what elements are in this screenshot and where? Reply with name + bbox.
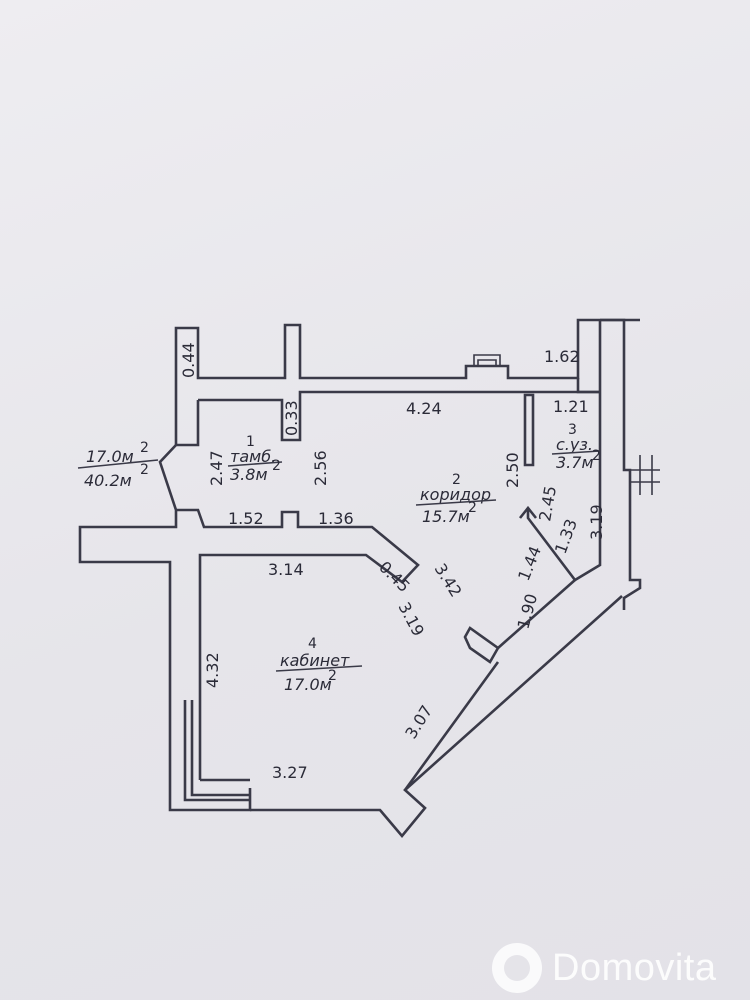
dim-3-19-cab: 3.19	[394, 599, 428, 639]
dim-1-21: 1.21	[553, 397, 589, 416]
kabinet-inner-diagonal	[403, 661, 500, 791]
room-2-sup: 2	[468, 500, 477, 516]
dim-3-42: 3.42	[431, 560, 466, 600]
room-4-label: 4 кабинет 17.0м 2	[275, 636, 363, 694]
room-1-label: 1 тамб. 3.8м 2	[227, 434, 283, 484]
room-1-name: тамб.	[230, 447, 276, 466]
living-area-sup: 2	[140, 440, 149, 456]
total-area-sup: 2	[140, 462, 149, 478]
dim-3-19-bath: 3.19	[587, 504, 606, 540]
window-top	[473, 354, 501, 366]
room-3-label: 3 с.уз. 3.7м 2	[551, 422, 601, 472]
corridor-left-wall	[176, 508, 420, 780]
bathroom-partition	[523, 393, 535, 467]
area-totals: 17.0м 2 40.2м 2	[77, 440, 159, 490]
room-2-area: 15.7м	[422, 507, 470, 526]
dim-2-56: 2.56	[311, 450, 330, 486]
dim-1-52: 1.52	[228, 509, 264, 528]
bottom-diagonal-wall	[250, 595, 623, 839]
watermark-text: Domovita	[552, 946, 717, 989]
room-4-underline	[275, 665, 363, 672]
dim-4-24: 4.24	[406, 399, 442, 418]
room-2-number: 2	[452, 472, 461, 488]
top-left-stub-wall	[174, 318, 640, 445]
room1-top-wall	[198, 390, 600, 442]
dim-2-45: 2.45	[535, 484, 560, 522]
dim-4-32: 4.32	[203, 652, 222, 688]
bathroom-inner-stub	[518, 505, 538, 519]
dim-0-45: 0.45	[375, 557, 414, 596]
room1-left-wall	[176, 400, 200, 447]
room-1-area: 3.8м	[230, 465, 268, 484]
dim-3-07: 3.07	[401, 702, 436, 742]
top-right-wall	[576, 320, 602, 394]
room-1-underline	[227, 461, 283, 467]
room-2-underline	[415, 499, 497, 506]
room-4-sup: 2	[328, 668, 337, 684]
inner-walls	[176, 390, 602, 802]
dim-3-14: 3.14	[268, 560, 304, 579]
dim-3-27: 3.27	[272, 763, 308, 782]
room-1-sup: 2	[272, 458, 281, 474]
room-3-name: с.уз.	[556, 435, 593, 454]
dim-2-50: 2.50	[503, 452, 522, 488]
room-3-sup: 2	[592, 448, 601, 464]
room4-left-double-wall	[183, 700, 250, 802]
dim-0-33: 0.33	[282, 400, 301, 436]
room-3-underline	[551, 450, 601, 455]
dim-2-47: 2.47	[207, 450, 226, 486]
right-tick-marks	[630, 455, 660, 495]
right-outer-wall	[600, 318, 642, 610]
dim-1-90: 1.90	[514, 592, 542, 631]
room-3-number: 3	[568, 422, 577, 438]
dim-0-44: 0.44	[179, 342, 198, 378]
total-area-value: 40.2м	[84, 471, 132, 490]
room-4-number: 4	[308, 636, 317, 652]
diagonal-divider	[497, 579, 576, 649]
room-1-number: 1	[246, 434, 255, 450]
room-3-area: 3.7м	[556, 453, 594, 472]
watermark: Domovita	[492, 940, 717, 996]
dim-1-44: 1.44	[514, 543, 545, 583]
dim-1-33: 1.33	[551, 516, 581, 556]
room-4-area: 17.0м	[284, 675, 332, 694]
room-2-name: коридор	[420, 485, 491, 504]
dim-1-36: 1.36	[318, 509, 354, 528]
room-4-name: кабинет	[280, 651, 350, 670]
room-2-label: 2 коридор 15.7м 2	[415, 472, 497, 526]
living-area-value: 17.0м	[86, 447, 134, 466]
left-entry-wall	[78, 444, 252, 812]
domovita-logo-icon	[492, 943, 542, 993]
area-fraction-line	[77, 459, 159, 469]
dim-1-62: 1.62	[544, 347, 580, 366]
dimension-labels: 0.44 0.33 1.62 4.24 1.21 2.47 2.56 2.50 …	[179, 342, 606, 782]
room4-right-wall	[463, 626, 500, 664]
